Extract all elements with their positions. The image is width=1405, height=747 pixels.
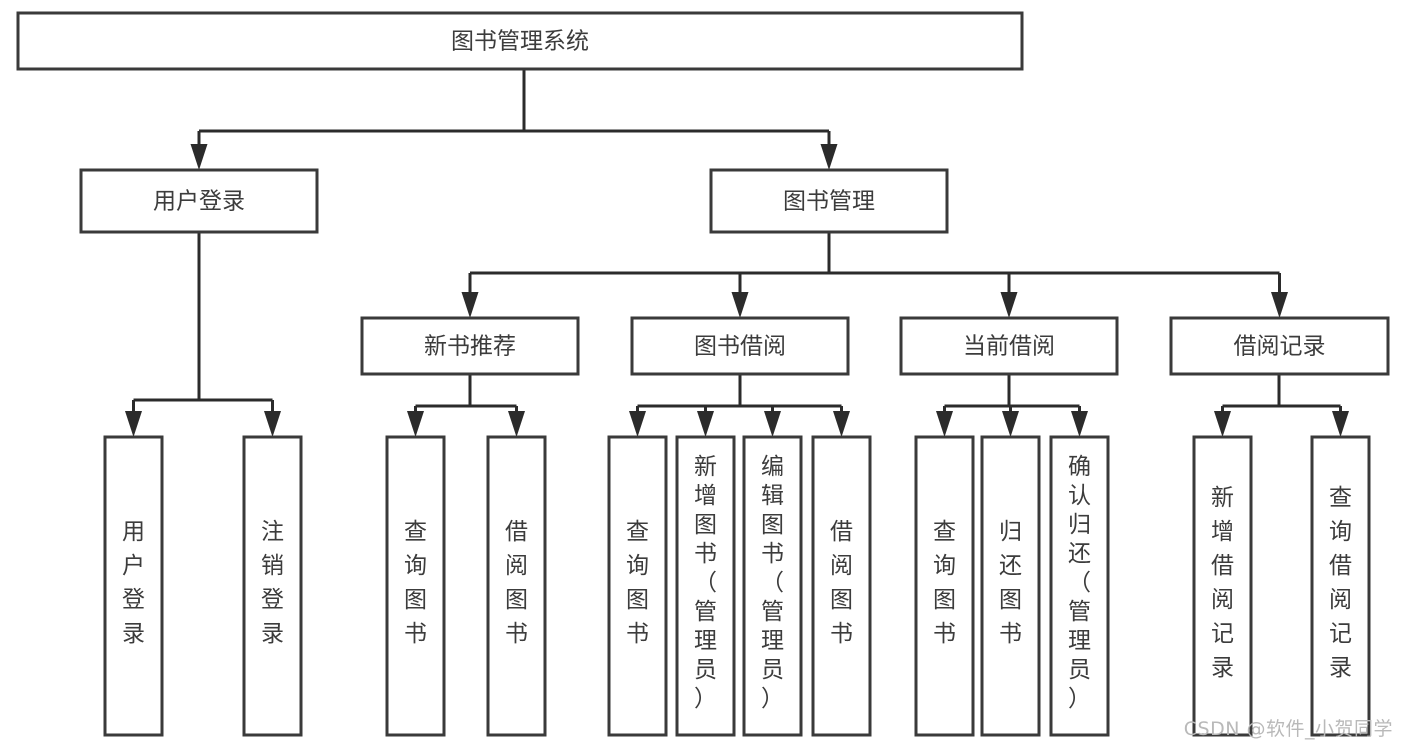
node-current-borrow[interactable]: 当前借阅 bbox=[899, 316, 1119, 376]
node-box-root[interactable] bbox=[16, 11, 1024, 71]
node-root[interactable]: 图书管理系统 bbox=[16, 11, 1024, 71]
node-label-leaf-user-logout: 注销登录 bbox=[261, 519, 284, 647]
arrow-head-icon bbox=[820, 144, 838, 170]
node-label-leaf-add-book: 新增图书（管理员） bbox=[694, 454, 717, 712]
watermark-label: CSDN @软件_小贺同学 bbox=[1183, 718, 1393, 740]
node-book-borrow[interactable]: 图书借阅 bbox=[630, 316, 850, 376]
arrow-head-icon bbox=[508, 411, 525, 437]
node-box-leaf-query-book-recommend[interactable] bbox=[385, 435, 446, 737]
node-box-user-login[interactable] bbox=[79, 168, 319, 234]
node-user-login[interactable]: 用户登录 bbox=[79, 168, 319, 234]
node-leaf-edit-book[interactable]: 编辑图书（管理员） bbox=[742, 435, 803, 737]
node-leaf-query-book-borrow[interactable]: 查询图书 bbox=[607, 435, 668, 737]
node-label-leaf-query-borrow-record: 查询借阅记录 bbox=[1329, 485, 1352, 681]
node-label-leaf-query-book-borrow: 查询图书 bbox=[626, 519, 649, 647]
arrow-head-icon bbox=[697, 411, 714, 437]
arrow-head-icon bbox=[1002, 411, 1019, 437]
node-label-new-book-recommend: 新书推荐 bbox=[424, 334, 516, 360]
node-borrow-record[interactable]: 借阅记录 bbox=[1169, 316, 1390, 376]
node-label-borrow-record: 借阅记录 bbox=[1234, 334, 1326, 360]
node-leaf-query-borrow-record[interactable]: 查询借阅记录 bbox=[1310, 435, 1371, 737]
node-box-leaf-add-borrow-record[interactable] bbox=[1192, 435, 1253, 737]
connectors-layer bbox=[125, 69, 1349, 437]
node-box-borrow-record[interactable] bbox=[1169, 316, 1390, 376]
node-box-book-borrow[interactable] bbox=[630, 316, 850, 376]
node-box-leaf-query-book-current[interactable] bbox=[914, 435, 975, 737]
arrow-head-icon bbox=[764, 411, 781, 437]
connector-book-borrow-to-leaves bbox=[629, 374, 850, 437]
node-label-book-borrow: 图书借阅 bbox=[694, 334, 786, 360]
connector-root-to-level2 bbox=[190, 69, 838, 170]
arrow-head-icon bbox=[461, 292, 479, 318]
node-label-leaf-add-borrow-record: 新增借阅记录 bbox=[1211, 485, 1234, 681]
node-leaf-borrow-book[interactable]: 借阅图书 bbox=[811, 435, 872, 737]
connector-book-management-to-level3 bbox=[461, 232, 1288, 318]
node-label-root: 图书管理系统 bbox=[451, 29, 589, 55]
node-box-leaf-query-borrow-record[interactable] bbox=[1310, 435, 1371, 737]
node-box-leaf-return-book[interactable] bbox=[980, 435, 1041, 737]
arrow-head-icon bbox=[1071, 411, 1088, 437]
node-leaf-add-book[interactable]: 新增图书（管理员） bbox=[675, 435, 736, 737]
node-label-leaf-confirm-return: 确认归还（管理员） bbox=[1068, 454, 1091, 712]
node-label-user-login: 用户登录 bbox=[153, 189, 245, 215]
node-box-leaf-confirm-return[interactable] bbox=[1049, 435, 1110, 737]
node-label-leaf-borrow-book-recommend: 借阅图书 bbox=[505, 519, 528, 647]
arrow-head-icon bbox=[629, 411, 646, 437]
connector-new-book-recommend-to-leaves bbox=[407, 374, 525, 437]
node-box-new-book-recommend[interactable] bbox=[360, 316, 580, 376]
node-label-leaf-query-book-current: 查询图书 bbox=[933, 519, 956, 647]
connector-borrow-record-to-leaves bbox=[1214, 374, 1349, 437]
node-box-book-management[interactable] bbox=[709, 168, 949, 234]
node-leaf-add-borrow-record[interactable]: 新增借阅记录 bbox=[1192, 435, 1253, 737]
node-leaf-query-book-recommend[interactable]: 查询图书 bbox=[385, 435, 446, 737]
arrow-head-icon bbox=[1271, 292, 1288, 318]
node-label-leaf-edit-book: 编辑图书（管理员） bbox=[761, 454, 784, 712]
node-new-book-recommend[interactable]: 新书推荐 bbox=[360, 316, 580, 376]
node-label-leaf-borrow-book: 借阅图书 bbox=[830, 519, 853, 647]
node-leaf-return-book[interactable]: 归还图书 bbox=[980, 435, 1041, 737]
node-box-leaf-add-book[interactable] bbox=[675, 435, 736, 737]
connector-current-borrow-to-leaves bbox=[936, 374, 1088, 437]
node-box-current-borrow[interactable] bbox=[899, 316, 1119, 376]
node-label-current-borrow: 当前借阅 bbox=[963, 334, 1055, 360]
arrow-head-icon bbox=[125, 411, 142, 437]
arrow-head-icon bbox=[731, 292, 749, 318]
node-leaf-user-logout[interactable]: 注销登录 bbox=[242, 435, 303, 737]
node-box-leaf-query-book-borrow[interactable] bbox=[607, 435, 668, 737]
arrow-head-icon bbox=[407, 411, 424, 437]
node-box-leaf-user-login[interactable] bbox=[103, 435, 164, 737]
node-label-leaf-user-login: 用户登录 bbox=[122, 519, 145, 647]
nodes-layer: 图书管理系统用户登录图书管理新书推荐图书借阅当前借阅借阅记录用户登录注销登录查询… bbox=[16, 11, 1390, 737]
node-label-book-management: 图书管理 bbox=[783, 189, 875, 215]
arrow-head-icon bbox=[833, 411, 850, 437]
arrow-head-icon bbox=[264, 411, 281, 437]
node-box-leaf-borrow-book[interactable] bbox=[811, 435, 872, 737]
node-leaf-user-login[interactable]: 用户登录 bbox=[103, 435, 164, 737]
node-box-leaf-user-logout[interactable] bbox=[242, 435, 303, 737]
node-leaf-query-book-current[interactable]: 查询图书 bbox=[914, 435, 975, 737]
arrow-head-icon bbox=[1214, 411, 1231, 437]
arrow-head-icon bbox=[190, 144, 208, 170]
node-box-leaf-edit-book[interactable] bbox=[742, 435, 803, 737]
node-box-leaf-borrow-book-recommend[interactable] bbox=[486, 435, 547, 737]
node-leaf-borrow-book-recommend[interactable]: 借阅图书 bbox=[486, 435, 547, 737]
connector-user-login-to-leaves bbox=[125, 232, 281, 437]
arrow-head-icon bbox=[1000, 292, 1018, 318]
node-leaf-confirm-return[interactable]: 确认归还（管理员） bbox=[1049, 435, 1110, 737]
node-label-leaf-return-book: 归还图书 bbox=[999, 519, 1022, 647]
node-label-leaf-query-book-recommend: 查询图书 bbox=[404, 519, 427, 647]
node-book-management[interactable]: 图书管理 bbox=[709, 168, 949, 234]
arrow-head-icon bbox=[1332, 411, 1349, 437]
arrow-head-icon bbox=[936, 411, 953, 437]
